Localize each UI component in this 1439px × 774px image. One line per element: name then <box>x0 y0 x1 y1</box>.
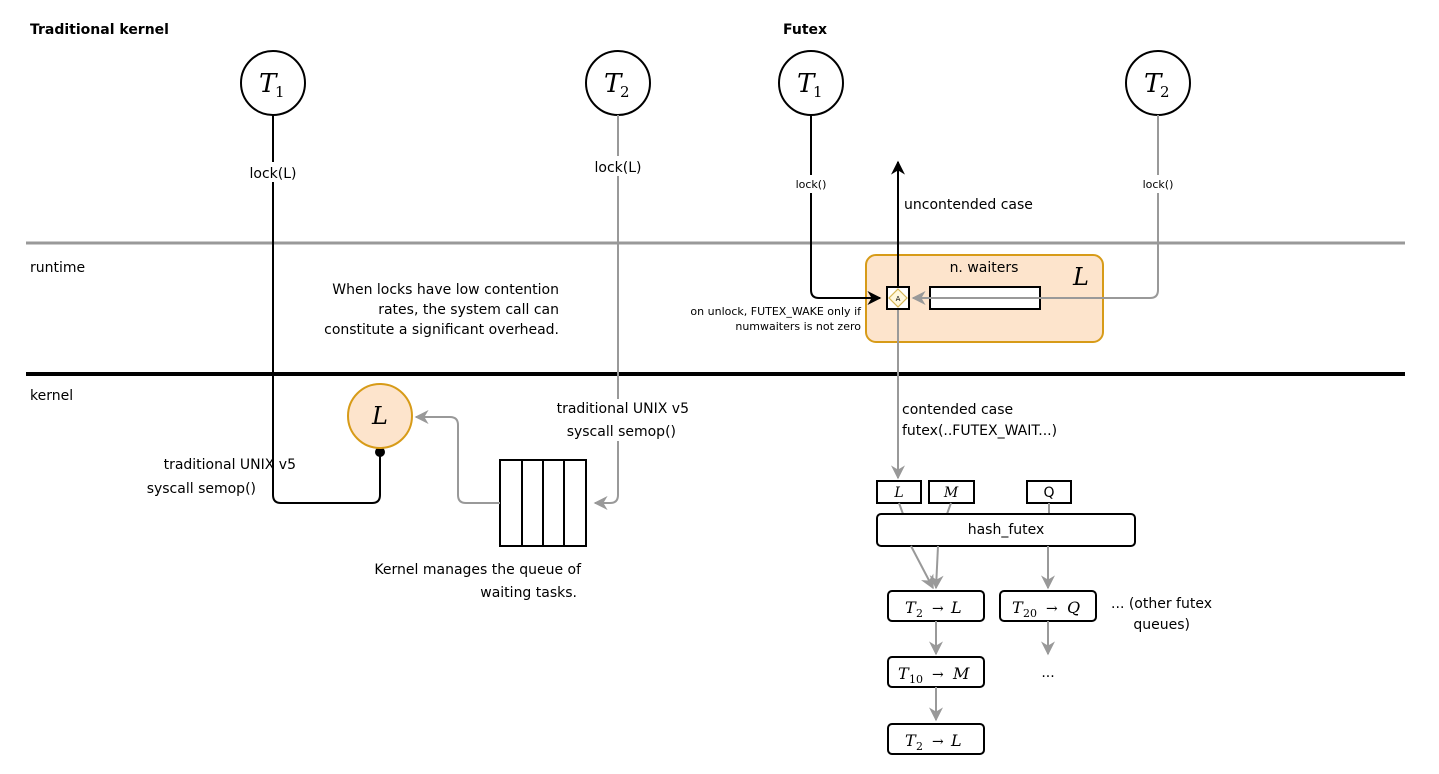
svg-text:queues): queues) <box>1133 617 1190 633</box>
contended-label: contended case futex(..FUTEX_WAIT...) <box>902 402 1057 439</box>
svg-text:2: 2 <box>1160 83 1170 101</box>
svg-text:→: → <box>932 667 944 683</box>
svg-text:hash_futex: hash_futex <box>968 522 1045 538</box>
svg-text:L: L <box>950 598 962 617</box>
kernel-lock-node: L <box>347 383 413 449</box>
futex-queue-node: T 2 → L <box>887 723 985 755</box>
futex-lock-name: L <box>1072 263 1089 291</box>
other-queues-note: ... (other futex queues) <box>1111 596 1212 633</box>
overhead-note: When locks have low contention rates, th… <box>324 282 559 338</box>
syscall-label-left: traditional UNIX v5 syscall semop() <box>147 457 296 497</box>
futex-queue-node: T 20 → Q <box>999 590 1097 622</box>
svg-text:2: 2 <box>916 740 923 753</box>
svg-text:10: 10 <box>909 673 923 686</box>
svg-text:1: 1 <box>275 83 285 101</box>
t2-futex-lock-path <box>911 115 1159 305</box>
svg-text:T: T <box>1144 69 1163 99</box>
heading-traditional-kernel: Traditional kernel <box>30 22 169 38</box>
svg-text:syscall semop(): syscall semop() <box>147 481 256 497</box>
svg-text:A: A <box>896 295 901 303</box>
queue-caption: Kernel manages the queue of waiting task… <box>374 562 582 601</box>
svg-text:1: 1 <box>813 83 823 101</box>
svg-text:rates, the system call can: rates, the system call can <box>378 302 559 318</box>
svg-text:futex(..FUTEX_WAIT...): futex(..FUTEX_WAIT...) <box>902 423 1057 439</box>
t2-futex-call-label: lock() <box>1143 178 1174 191</box>
thread-node-t2-traditional: T 2 <box>585 50 651 116</box>
thread-node-t1-traditional: T 1 <box>240 50 306 116</box>
atomic-marker: A <box>886 286 910 310</box>
svg-text:T: T <box>259 69 278 99</box>
t2-lock-path <box>593 115 619 510</box>
svg-text:on unlock, FUTEX_WAKE only if: on unlock, FUTEX_WAKE only if <box>690 305 862 318</box>
svg-text:numwaiters is not zero: numwaiters is not zero <box>735 320 861 333</box>
svg-text:2: 2 <box>916 607 923 620</box>
svg-text:M: M <box>952 664 970 683</box>
svg-text:→: → <box>932 734 944 750</box>
svg-text:Kernel manages the queue of: Kernel manages the queue of <box>374 562 582 578</box>
futex-key-q: Q <box>1026 480 1072 504</box>
svg-text:When locks have low contention: When locks have low contention <box>332 282 559 298</box>
svg-text:T: T <box>905 731 917 750</box>
svg-text:T: T <box>604 69 623 99</box>
t2-lock-call-label: lock(L) <box>595 160 642 176</box>
uncontended-label: uncontended case <box>904 197 1033 213</box>
hash-futex-box: hash_futex <box>876 513 1136 547</box>
t1-futex-call-label: lock() <box>796 178 827 191</box>
svg-text:contended case: contended case <box>902 402 1013 418</box>
queue-to-lock-arrow <box>414 410 500 504</box>
svg-text:traditional UNIX v5: traditional UNIX v5 <box>164 457 296 473</box>
thread-node-t2-futex: T 2 <box>1125 50 1191 116</box>
svg-text:traditional UNIX v5: traditional UNIX v5 <box>557 401 689 417</box>
svg-text:→: → <box>1046 601 1058 617</box>
svg-text:M: M <box>943 485 959 501</box>
t1-lock-path <box>272 115 381 504</box>
waiters-label: n. waiters <box>950 260 1019 276</box>
more-queue-ellipsis: ... <box>1041 665 1054 681</box>
svg-text:constitute a significant overh: constitute a significant overhead. <box>324 322 559 338</box>
svg-text:T: T <box>1012 598 1024 617</box>
svg-text:T: T <box>898 664 910 683</box>
syscall-label-right: traditional UNIX v5 syscall semop() <box>557 401 689 440</box>
svg-text:L: L <box>371 402 388 430</box>
svg-text:2: 2 <box>620 83 630 101</box>
lock-attach-dot <box>375 447 385 457</box>
futex-queue-node: T 2 → L <box>887 590 985 622</box>
svg-text:T: T <box>797 69 816 99</box>
t1-futex-lock-path <box>810 115 882 305</box>
t1-lock-call-label: lock(L) <box>250 166 297 182</box>
svg-text:20: 20 <box>1023 607 1037 620</box>
unlock-note: on unlock, FUTEX_WAKE only if numwaiters… <box>690 305 862 333</box>
svg-text:syscall semop(): syscall semop() <box>567 424 676 440</box>
futex-key-l: L <box>876 480 922 504</box>
svg-text:Q: Q <box>1043 485 1054 501</box>
layer-label-runtime: runtime <box>30 260 85 276</box>
svg-text:waiting tasks.: waiting tasks. <box>480 585 577 601</box>
svg-text:... (other futex: ... (other futex <box>1111 596 1212 612</box>
svg-text:T: T <box>905 598 917 617</box>
layer-label-kernel: kernel <box>30 388 73 404</box>
kernel-wait-queue <box>499 459 587 547</box>
svg-text:L: L <box>893 485 903 501</box>
svg-text:→: → <box>932 601 944 617</box>
svg-text:Q: Q <box>1067 598 1080 617</box>
heading-futex: Futex <box>783 22 827 38</box>
svg-text:L: L <box>950 731 962 750</box>
futex-key-m: M <box>928 480 975 504</box>
futex-queue-node: T 10 → M <box>887 656 985 688</box>
thread-node-t1-futex: T 1 <box>778 50 844 116</box>
